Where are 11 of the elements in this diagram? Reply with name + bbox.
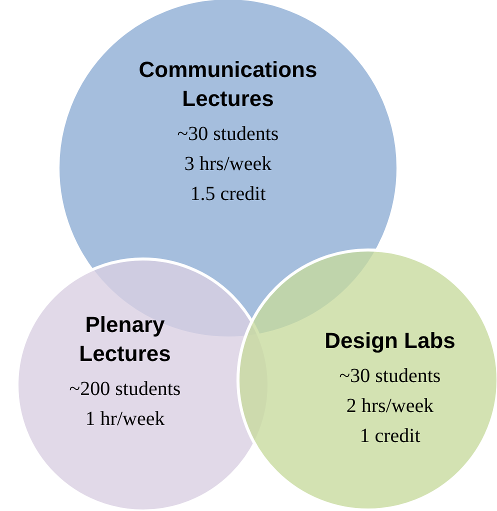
circle-text: ~30 students — [339, 364, 441, 389]
circle-text: 2 hrs/week — [346, 394, 434, 419]
circle-heading: Plenary Lectures — [78, 311, 172, 368]
circle-text: 1.5 credit — [190, 182, 266, 207]
circle-text: ~200 students — [69, 377, 181, 402]
circle-text: 1 hr/week — [85, 407, 165, 432]
circle-heading: Communications Lectures — [138, 56, 318, 113]
circle-text: ~30 students — [177, 122, 279, 147]
circle-text: 1 credit — [360, 424, 420, 449]
circle-text: 3 hrs/week — [184, 152, 272, 177]
circle-heading: Design Labs — [324, 327, 456, 355]
